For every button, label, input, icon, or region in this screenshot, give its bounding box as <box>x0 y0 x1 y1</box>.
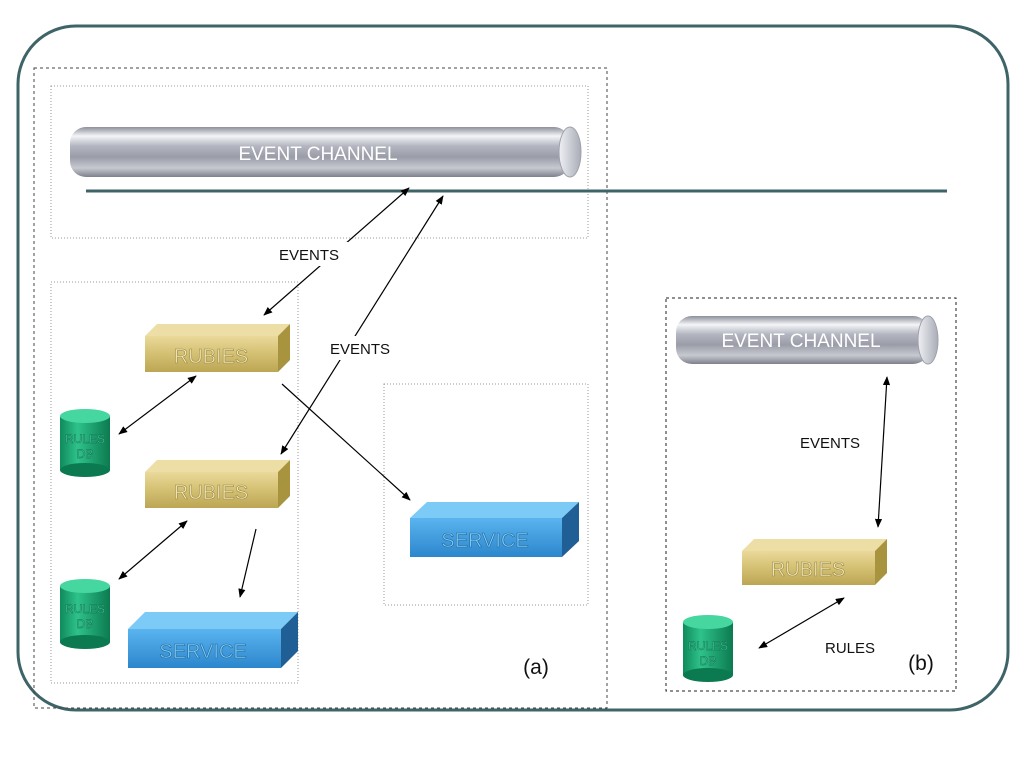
db-rubies-arrow-b <box>758 597 845 649</box>
event-channel-label-a: EVENT CHANNEL <box>238 144 397 165</box>
rubies-box-icon <box>145 460 290 508</box>
db-rubies-arrow-2 <box>118 520 188 580</box>
outer-frame <box>16 24 1010 712</box>
event-channel-label-b: EVENT CHANNEL <box>721 331 880 352</box>
events-label-1: EVENTS <box>279 247 339 264</box>
rubies-label-2: RUBIES <box>174 482 248 504</box>
events-arrow-2 <box>280 195 444 455</box>
rules-db-label-1-line1: RULES <box>65 432 105 446</box>
rules-db-cylinder-icon <box>60 409 110 477</box>
panel-label-a: (a) <box>523 656 549 679</box>
service-label-1: SERVICE <box>441 530 528 552</box>
rubies-label-b: RUBIES <box>771 559 845 581</box>
rubies-box-icon <box>742 539 887 585</box>
rules-db-label-b-line2: DB <box>700 654 717 668</box>
rules-label-b: RULES <box>825 640 875 657</box>
service-area <box>383 383 589 606</box>
event-channel-pipe-icon <box>676 315 939 365</box>
panel-a-border <box>33 67 608 709</box>
rules-db-label-2-line2: DB <box>77 617 94 631</box>
events-label-bg-2 <box>321 336 399 360</box>
events-arrow-b <box>874 376 891 528</box>
service-label-2: SERVICE <box>159 641 246 663</box>
panel-b-border <box>665 297 957 692</box>
events-label-bg-1 <box>270 242 348 266</box>
panel-label-b: (b) <box>908 652 934 675</box>
rubies-label-1: RUBIES <box>174 346 248 368</box>
service-box-icon <box>128 612 298 668</box>
db-rubies-arrow-1 <box>118 375 197 435</box>
rules-db-cylinder-icon <box>683 615 733 682</box>
rules-db-label-2-line1: RULES <box>65 602 105 616</box>
rubies-area <box>50 281 299 684</box>
events-label-2: EVENTS <box>330 341 390 358</box>
rules-db-cylinder-icon <box>60 579 110 649</box>
rubies-to-service-arrow-2 <box>238 528 257 598</box>
rules-db-label-1-line2: DB <box>77 447 94 461</box>
rules-db-label-b-line1: RULES <box>688 639 728 653</box>
events-label-b: EVENTS <box>800 435 860 452</box>
service-box-icon <box>410 502 579 557</box>
rubies-to-service-arrow <box>281 383 411 501</box>
event-channel-pipe-icon <box>70 126 582 178</box>
